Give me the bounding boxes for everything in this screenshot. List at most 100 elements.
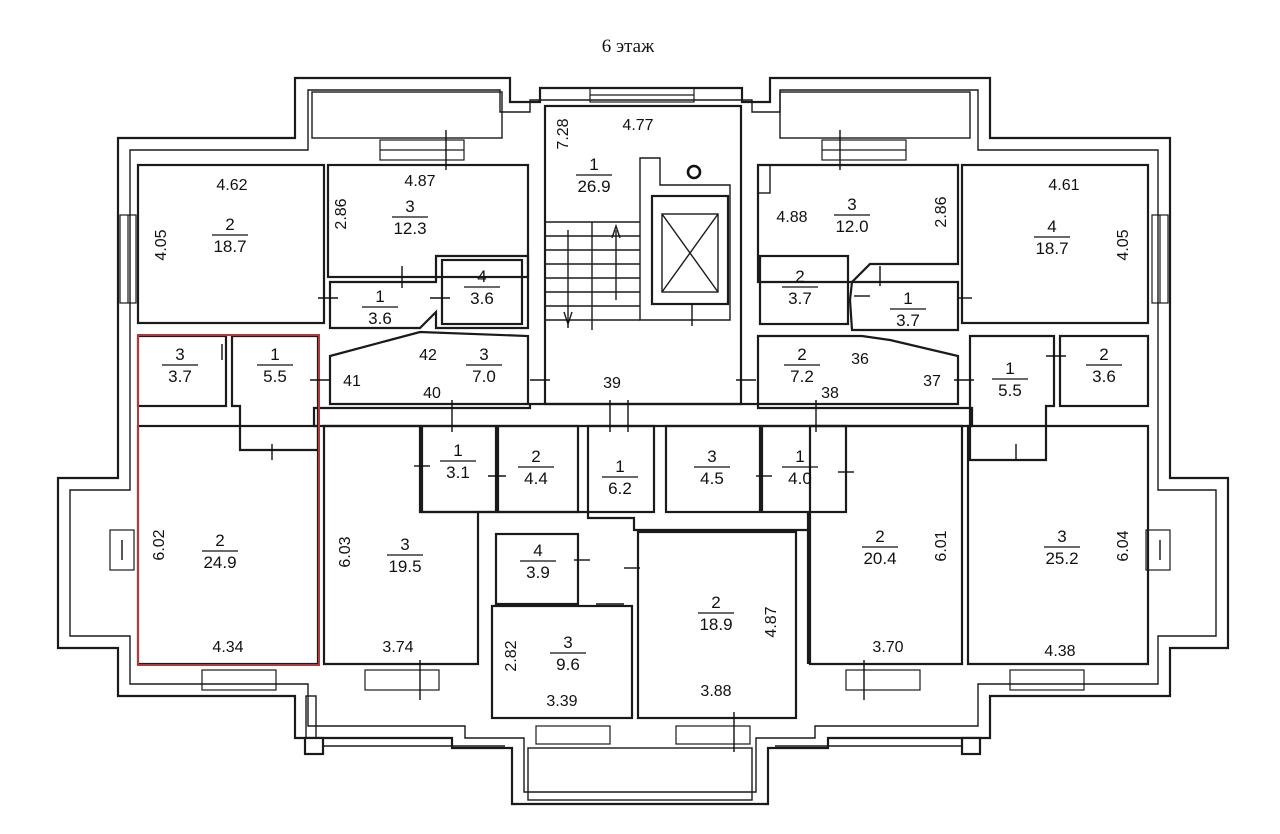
dimension-label: 3.74 <box>382 639 413 656</box>
room-area: 9.6 <box>556 655 580 674</box>
room-area: 7.2 <box>790 367 814 386</box>
room-label: 126.9 <box>576 155 612 196</box>
room-number: 1 <box>903 289 912 308</box>
dimension-label: 4.62 <box>216 177 247 194</box>
room-area: 3.7 <box>896 311 920 330</box>
apartment-number: 39 <box>603 375 621 392</box>
room-number: 2 <box>1099 345 1108 364</box>
room-label: 312.0 <box>834 195 870 236</box>
room-number: 2 <box>225 215 234 234</box>
room-label: 218.7 <box>212 215 248 256</box>
room-number: 4 <box>477 267 486 286</box>
room-area: 5.5 <box>263 367 287 386</box>
room-label: 34.5 <box>694 447 730 488</box>
apartment-number: 42 <box>419 347 437 364</box>
room-label: 220.4 <box>862 527 898 568</box>
room-area: 7.0 <box>472 367 496 386</box>
dimension-label: 4.05 <box>1115 229 1132 260</box>
room-label: 43.9 <box>520 541 556 582</box>
room-label: 15.5 <box>257 345 293 386</box>
room-area: 3.9 <box>526 563 550 582</box>
room-number: 3 <box>405 197 414 216</box>
dimension-label: 4.05 <box>153 229 170 260</box>
room-area: 25.2 <box>1045 549 1078 568</box>
room-label: 16.2 <box>602 457 638 498</box>
room-area: 3.6 <box>368 309 392 328</box>
room-area: 12.3 <box>393 219 426 238</box>
room-area: 18.7 <box>213 237 246 256</box>
dimension-label: 4.87 <box>404 173 435 190</box>
room-area: 5.5 <box>998 381 1022 400</box>
room-number: 2 <box>795 267 804 286</box>
apartment-number: 37 <box>923 373 941 390</box>
room-number: 2 <box>797 345 806 364</box>
room-area: 18.7 <box>1035 239 1068 258</box>
room-label: 27.2 <box>784 345 820 386</box>
room-number: 2 <box>531 447 540 466</box>
room-label: 33.7 <box>162 345 198 386</box>
apartment-number: 40 <box>423 385 441 402</box>
dimension-label: 2.86 <box>333 198 350 229</box>
room-area: 3.1 <box>446 463 470 482</box>
room-number: 1 <box>270 345 279 364</box>
room-area: 3.7 <box>168 367 192 386</box>
room-number: 2 <box>875 527 884 546</box>
apartment-number: 38 <box>821 385 839 402</box>
room-number: 1 <box>453 441 462 460</box>
apartment-numbers: 42 41 40 39 38 37 36 <box>343 347 941 402</box>
room-area: 6.2 <box>608 479 632 498</box>
room-label: 23.7 <box>782 267 818 308</box>
room-walls <box>136 104 1150 720</box>
room-number: 1 <box>589 155 598 174</box>
room-number: 3 <box>479 345 488 364</box>
room-area: 3.6 <box>470 289 494 308</box>
room-label: 14.0 <box>782 447 818 488</box>
floor-title: 6 этаж <box>602 36 655 57</box>
room-label: 15.5 <box>992 359 1028 400</box>
stair-treads <box>546 221 640 330</box>
dimension-label: 6.04 <box>1115 530 1132 561</box>
dimension-label: 2.86 <box>933 196 950 227</box>
room-number: 1 <box>1005 359 1014 378</box>
dimension-label: 6.01 <box>933 530 950 561</box>
door-marks <box>121 130 1161 752</box>
room-number: 2 <box>215 531 224 550</box>
room-number: 3 <box>175 345 184 364</box>
dimension-label: 4.34 <box>212 639 243 656</box>
room-area: 4.4 <box>524 469 548 488</box>
dimension-label: 4.87 <box>763 606 780 637</box>
dimension-label: 3.70 <box>872 639 903 656</box>
room-number: 3 <box>563 633 572 652</box>
room-number: 1 <box>615 457 624 476</box>
apartment-number: 41 <box>343 373 361 390</box>
dimension-label: 7.28 <box>555 118 572 149</box>
room-number: 3 <box>1057 527 1066 546</box>
room-label: 418.7 <box>1034 217 1070 258</box>
room-label: 43.6 <box>464 267 500 308</box>
room-area: 3.7 <box>788 289 812 308</box>
room-number: 3 <box>847 195 856 214</box>
room-label: 13.6 <box>362 287 398 328</box>
dimension-label: 4.77 <box>622 117 653 134</box>
room-labels: 218.7312.313.643.633.715.537.0224.9319.5… <box>162 155 1122 674</box>
room-label: 37.0 <box>466 345 502 386</box>
room-area: 24.9 <box>203 553 236 572</box>
balconies <box>303 91 982 801</box>
room-number: 3 <box>707 447 716 466</box>
dimension-label: 6.03 <box>337 536 354 567</box>
room-number: 1 <box>375 287 384 306</box>
room-number: 4 <box>1047 217 1056 236</box>
room-label: 24.4 <box>518 447 554 488</box>
dimension-label: 4.88 <box>776 209 807 226</box>
room-label: 325.2 <box>1044 527 1080 568</box>
room-area: 12.0 <box>835 217 868 236</box>
apartment-number: 36 <box>851 351 869 368</box>
room-label: 13.7 <box>890 289 926 330</box>
room-number: 2 <box>711 593 720 612</box>
room-area: 4.0 <box>788 469 812 488</box>
room-label: 224.9 <box>202 531 238 572</box>
room-area: 3.6 <box>1092 367 1116 386</box>
room-area: 20.4 <box>863 549 896 568</box>
